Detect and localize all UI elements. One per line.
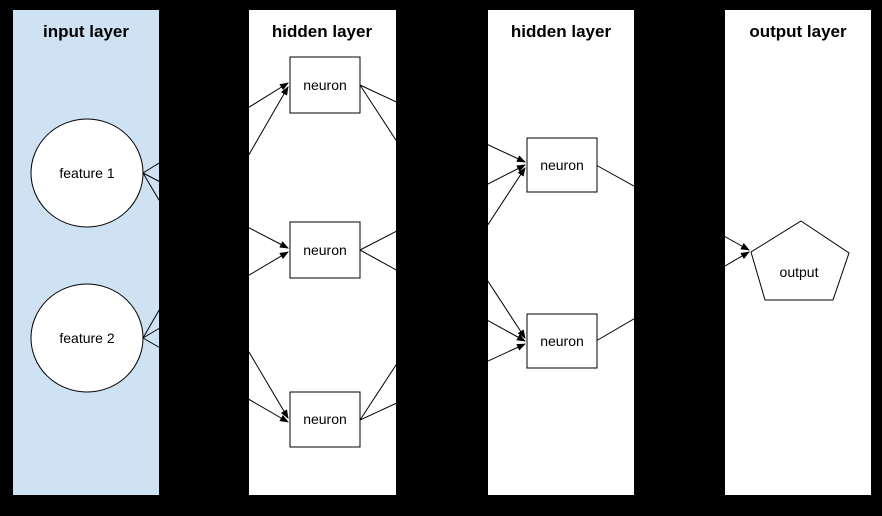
edges — [142, 82, 750, 423]
node-labels: feature 1 feature 2 neuron neuron neuron… — [59, 77, 818, 427]
edge-h2n1-output — [595, 164, 750, 251]
edge-feature2-h1n3 — [142, 337, 289, 423]
edge-feature2-h1n1 — [142, 86, 289, 339]
edge-h2n2-output — [595, 251, 750, 342]
edge-h1n1-h2n1 — [359, 84, 526, 163]
edge-h1n2-h2n2 — [359, 249, 526, 342]
node-h1-neuron3-box — [289, 391, 361, 448]
edge-h1n3-h2n2 — [359, 343, 526, 421]
layer-panels — [13, 10, 871, 495]
node-label-h1-neuron2: neuron — [303, 242, 347, 258]
node-h1-neuron2-box — [289, 221, 361, 279]
edge-h1n1-h2n2 — [359, 84, 526, 339]
hidden-layer-2-title: hidden layer — [511, 22, 612, 41]
input-layer-title: input layer — [43, 22, 129, 41]
edge-h1n3-h2n1 — [359, 167, 526, 421]
node-h1-neuron1-box — [289, 56, 361, 114]
node-h2-neuron1-box — [526, 137, 598, 193]
node-label-h2-neuron2: neuron — [540, 333, 584, 349]
input-layer-panel — [13, 10, 159, 495]
node-h2-neuron2-box — [526, 313, 598, 369]
edge-h1n2-h2n1 — [359, 164, 526, 251]
node-label-feature2: feature 2 — [59, 330, 114, 346]
node-label-output: output — [780, 264, 819, 280]
layer-titles: input layer hidden layer hidden layer ou… — [43, 22, 847, 41]
node-label-feature1: feature 1 — [59, 165, 114, 181]
node-output-pentagon — [750, 220, 850, 301]
node-label-h1-neuron3: neuron — [303, 411, 347, 427]
output-layer-title: output layer — [749, 22, 847, 41]
node-label-h1-neuron1: neuron — [303, 77, 347, 93]
hidden-layer-1-title: hidden layer — [272, 22, 373, 41]
node-label-h2-neuron1: neuron — [540, 157, 584, 173]
edge-feature1-h1n1 — [142, 82, 289, 174]
hidden-layer-2-panel — [488, 10, 634, 495]
edge-feature2-h1n2 — [142, 251, 289, 339]
node-feature1-circle — [30, 118, 144, 228]
edge-feature1-h1n2 — [142, 172, 289, 249]
nodes — [30, 56, 850, 448]
node-feature2-circle — [30, 283, 144, 393]
